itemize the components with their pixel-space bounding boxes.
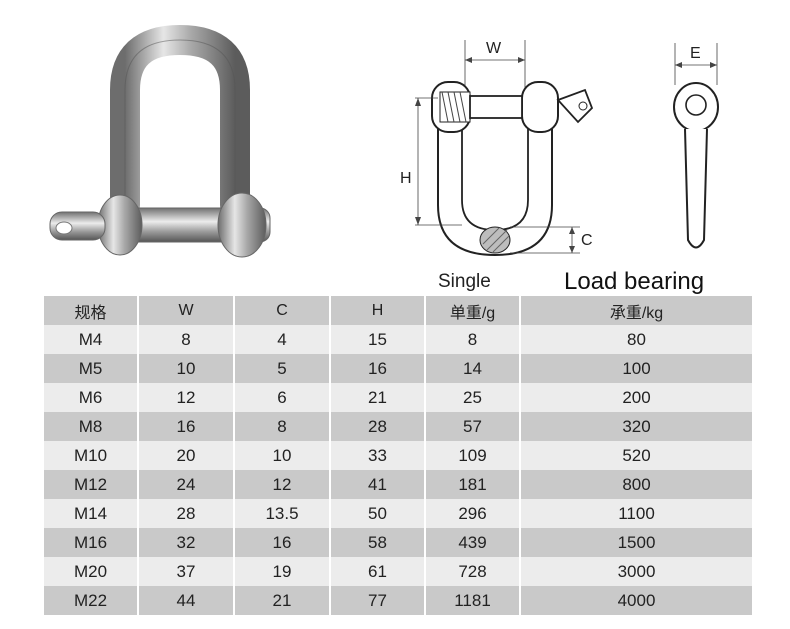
cell-h: 15 (331, 325, 426, 354)
cell-spec: M5 (44, 354, 139, 383)
cell-spec: M6 (44, 383, 139, 412)
cell-unit-weight: 296 (426, 499, 521, 528)
cell-h: 33 (331, 441, 426, 470)
cell-w: 10 (139, 354, 235, 383)
cell-load: 800 (521, 470, 752, 499)
cell-w: 16 (139, 412, 235, 441)
header-spec: 规格 (44, 296, 139, 325)
cell-spec: M4 (44, 325, 139, 354)
cell-spec: M14 (44, 499, 139, 528)
cell-load: 200 (521, 383, 752, 412)
cell-c: 16 (235, 528, 331, 557)
cell-h: 77 (331, 586, 426, 615)
header-c: C (235, 296, 331, 325)
cell-c: 4 (235, 325, 331, 354)
cell-w: 20 (139, 441, 235, 470)
cell-unit-weight: 109 (426, 441, 521, 470)
cell-c: 21 (235, 586, 331, 615)
cell-load: 1100 (521, 499, 752, 528)
cell-w: 24 (139, 470, 235, 499)
load-bearing-label: Load bearing (564, 268, 705, 295)
cell-h: 61 (331, 557, 426, 586)
cell-w: 37 (139, 557, 235, 586)
cell-c: 10 (235, 441, 331, 470)
cell-load: 4000 (521, 586, 752, 615)
cell-unit-weight: 181 (426, 470, 521, 499)
header-unit-weight: 单重/g (426, 296, 521, 325)
cell-load: 320 (521, 412, 752, 441)
dim-w-label: W (486, 40, 502, 57)
cell-load: 80 (521, 325, 752, 354)
cell-load: 1500 (521, 528, 752, 557)
cell-w: 44 (139, 586, 235, 615)
dim-e-label: E (690, 45, 701, 62)
cell-unit-weight: 14 (426, 354, 521, 383)
cell-unit-weight: 57 (426, 412, 521, 441)
cell-unit-weight: 8 (426, 325, 521, 354)
header-w: W (139, 296, 235, 325)
cell-c: 13.5 (235, 499, 331, 528)
dim-h-label: H (400, 170, 412, 187)
table-header-row: 规格 W C H 单重/g 承重/kg (44, 296, 752, 325)
cell-spec: M22 (44, 586, 139, 615)
cell-spec: M12 (44, 470, 139, 499)
cell-c: 6 (235, 383, 331, 412)
cell-unit-weight: 728 (426, 557, 521, 586)
cell-c: 8 (235, 412, 331, 441)
cell-w: 12 (139, 383, 235, 412)
cell-spec: M8 (44, 412, 139, 441)
dim-c-label: C (581, 232, 593, 249)
cell-h: 41 (331, 470, 426, 499)
header-h: H (331, 296, 426, 325)
single-weight-label: Single (438, 271, 491, 292)
cell-h: 50 (331, 499, 426, 528)
cell-c: 19 (235, 557, 331, 586)
cell-h: 58 (331, 528, 426, 557)
cell-c: 12 (235, 470, 331, 499)
shackle-front-diagram: W H C (400, 40, 594, 257)
shackle-side-diagram: E (673, 43, 719, 249)
cell-unit-weight: 439 (426, 528, 521, 557)
cell-load: 520 (521, 441, 752, 470)
cell-spec: M20 (44, 557, 139, 586)
header-load: 承重/kg (521, 296, 752, 325)
cell-spec: M16 (44, 528, 139, 557)
cell-w: 28 (139, 499, 235, 528)
cell-h: 28 (331, 412, 426, 441)
cell-unit-weight: 1181 (426, 586, 521, 615)
cell-load: 100 (521, 354, 752, 383)
shackle-photo (49, 24, 271, 258)
cell-h: 21 (331, 383, 426, 412)
cell-w: 8 (139, 325, 235, 354)
cell-w: 32 (139, 528, 235, 557)
cell-load: 3000 (521, 557, 752, 586)
cell-spec: M10 (44, 441, 139, 470)
cell-c: 5 (235, 354, 331, 383)
cell-unit-weight: 25 (426, 383, 521, 412)
cell-h: 16 (331, 354, 426, 383)
